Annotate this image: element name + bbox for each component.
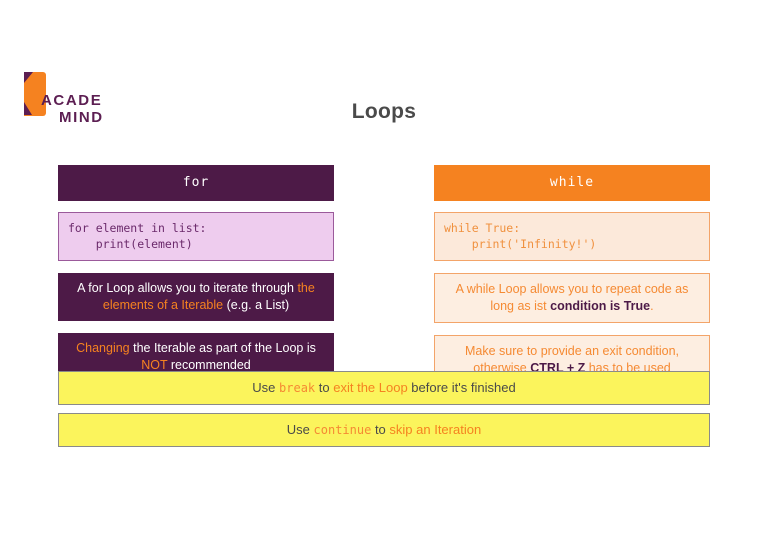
text-run: . [650, 299, 654, 313]
while-column: while while True: print('Infinity!') A w… [434, 165, 710, 385]
while-note-1: A while Loop allows you to repeat code a… [434, 273, 710, 323]
text-run: break [279, 381, 316, 395]
text-run: exit the Loop [333, 380, 408, 395]
for-header: for [58, 165, 334, 201]
text-run: condition is True [550, 299, 651, 313]
for-note-1: A for Loop allows you to iterate through… [58, 273, 334, 321]
text-run: recommended [170, 358, 251, 372]
logo-notch-shape [24, 72, 33, 83]
academind-flag-icon [24, 72, 54, 116]
text-run: the elements of a Iterable [102, 281, 315, 312]
text-run: skip an Iteration [389, 422, 482, 437]
text-run: continue [313, 423, 372, 437]
while-header: while [434, 165, 710, 201]
text-run: A while Loop allows you to repeat code a… [455, 282, 689, 313]
text-run: before it's finished [407, 380, 516, 395]
break-bar: Use break to exit the Loop before it's f… [58, 371, 710, 405]
text-run: Use [252, 380, 280, 395]
logo-word-line1: ACADE [41, 92, 103, 109]
page-title: Loops [351, 100, 417, 123]
for-code-block: for element in list: print(element) [58, 212, 334, 261]
text-run: Use [286, 422, 314, 437]
logo-word-line2: MIND [59, 109, 104, 126]
continue-bar: Use continue to skip an Iteration [58, 413, 710, 447]
text-run: (e.g. a List) [226, 298, 290, 312]
logo-tail-shape [24, 102, 32, 115]
text-run: to [315, 380, 334, 395]
academind-logo: ACADE MIND [24, 72, 134, 128]
text-run: to [371, 422, 390, 437]
logo-wordmark: ACADE MIND [41, 92, 104, 126]
for-column: for for element in list: print(element) … [58, 165, 334, 381]
text-run: A for Loop allows you to iterate through [77, 281, 298, 295]
while-code-block: while True: print('Infinity!') [434, 212, 710, 261]
text-run: the Iterable as part of the Loop is [133, 341, 316, 355]
text-run: NOT [141, 358, 171, 372]
text-run: Changing [76, 341, 134, 355]
